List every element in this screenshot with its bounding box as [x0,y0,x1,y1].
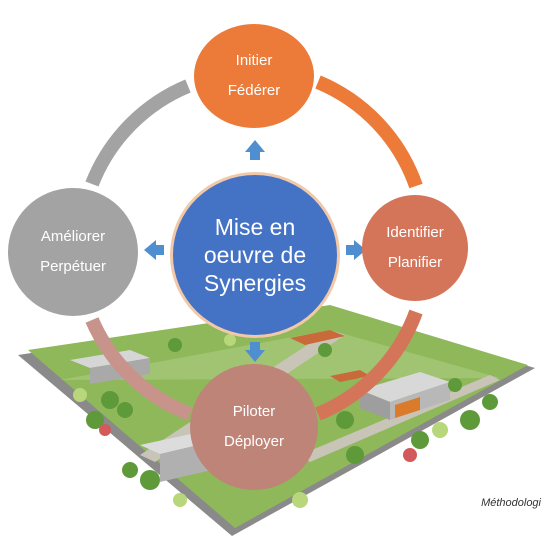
step-identifier-planifier: Identifier Planifier [362,195,468,301]
roof [330,370,370,382]
center-node-synergies: Mise en oeuvre de Synergies [170,172,340,338]
center-label-line: Synergies [203,270,307,296]
step-label-line: Fédérer [227,82,281,99]
step-ameliorer-perpetuer: Améliorer Perpétuer [8,188,138,316]
ring-arc-bottom-left [85,317,193,421]
step-label-line: Identifier [386,224,444,241]
ring-arc-right-bottom [315,309,423,421]
step-label-line: Piloter [232,403,276,420]
step-label-line: Déployer [223,433,285,450]
direction-arrows [144,140,366,362]
ring-arc-left-top [85,79,191,187]
trees-red [99,424,417,462]
step-piloter-deployer: Piloter Déployer [190,364,318,490]
step-initier-federer: Initier Fédérer [194,24,314,128]
building [360,390,390,420]
center-label-line: Mise en [214,214,296,240]
arrow-down-icon [245,342,265,362]
arrow-up-icon [245,140,265,160]
ring-arc-top-right [315,75,423,189]
center-label-line: oeuvre de [203,242,307,268]
roof [290,330,345,345]
trees [86,319,498,490]
step-label-line: Planifier [387,254,443,271]
step-label-line: Initier [235,52,273,69]
step-label-line: Perpétuer [40,258,106,275]
caption: Méthodologi [481,497,541,509]
arrow-right-icon [346,240,366,260]
building [360,372,450,402]
cycle-ring [85,75,423,421]
step-label-line: Améliorer [40,228,106,245]
trees-light [73,334,448,508]
arrow-left-icon [144,240,164,260]
building-door [395,397,420,418]
